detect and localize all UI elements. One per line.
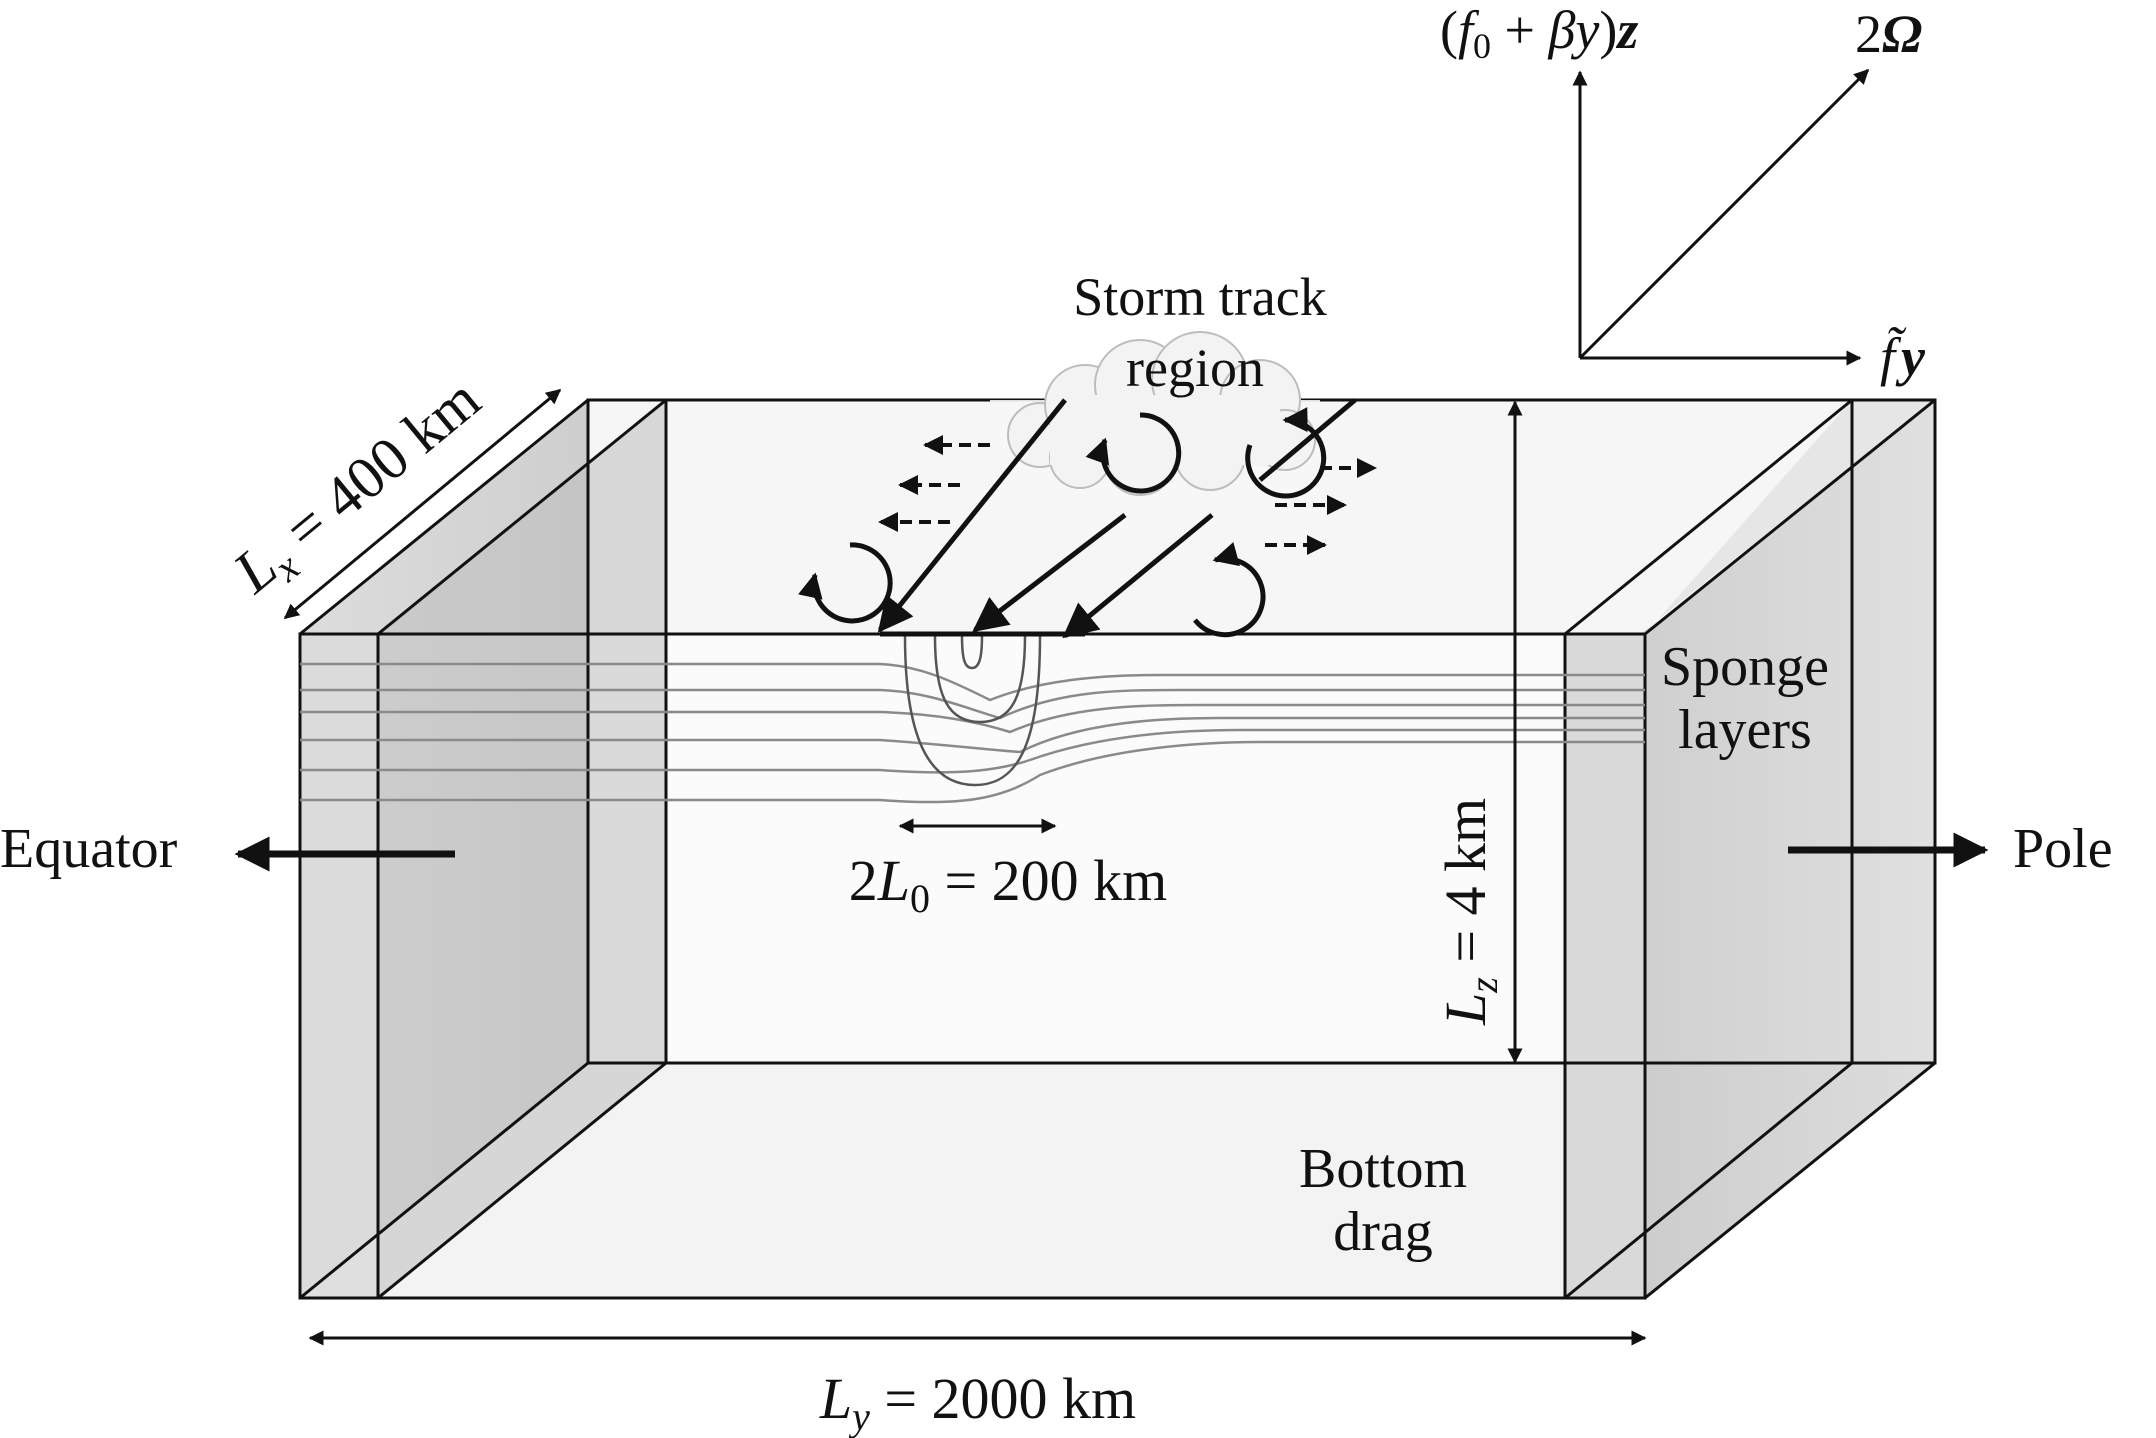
- isotherms: [300, 635, 1645, 804]
- jet-arrow-1: [877, 398, 1067, 633]
- lx-arrow: [283, 388, 562, 620]
- dimension-arrows: [283, 388, 1647, 1346]
- l0-label: 2L0 = 200 km: [849, 848, 1168, 921]
- equator-label: Equator: [0, 818, 178, 880]
- jet-contour-outer: [903, 635, 1042, 787]
- eddy-icon-3: [798, 542, 893, 624]
- eddy-icon-4: [1193, 542, 1266, 638]
- eddy-flux-arrows: [878, 435, 1377, 555]
- direction-arrows: [234, 832, 1989, 872]
- sponge-layer-left: [300, 400, 666, 1298]
- storm-track-label-2: region: [1126, 338, 1264, 398]
- diagonal-axis-label: 2Ω: [1855, 4, 1922, 64]
- vertical-axis-label: (f0 + βy)z: [1440, 0, 1638, 66]
- bottom-drag-label-2: drag: [1333, 1201, 1433, 1263]
- sponge-label-2: layers: [1678, 699, 1812, 761]
- jet-contour-middle: [933, 635, 1027, 724]
- lz-label: Lz = 4 km: [1433, 798, 1506, 1026]
- storm-track-region: Storm track region: [798, 267, 1377, 639]
- jet-arrow-3: [1062, 513, 1214, 639]
- jet-arrow-2: [972, 513, 1127, 633]
- cloud-icon: [1007, 331, 1316, 496]
- ly-label: Ly = 2000 km: [819, 1366, 1136, 1438]
- eddies: [798, 407, 1327, 638]
- rotation-axes: [1572, 68, 1870, 366]
- sponge-label-1: Sponge: [1661, 636, 1829, 698]
- bottom-drag-label-1: Bottom: [1299, 1138, 1467, 1200]
- eddy-icon-1: [1085, 412, 1182, 494]
- pole-label: Pole: [2013, 818, 2113, 880]
- storm-track-label-1: Storm track: [1073, 267, 1326, 327]
- eddy-icon-2: [1245, 407, 1327, 499]
- horizontal-axis-label: f̃y: [1880, 327, 1926, 387]
- diagonal-axis: [1578, 68, 1870, 360]
- jet-arrow-4: [1258, 398, 1357, 482]
- jet-contour-inner: [960, 635, 984, 670]
- jet-arrows: [877, 398, 1357, 639]
